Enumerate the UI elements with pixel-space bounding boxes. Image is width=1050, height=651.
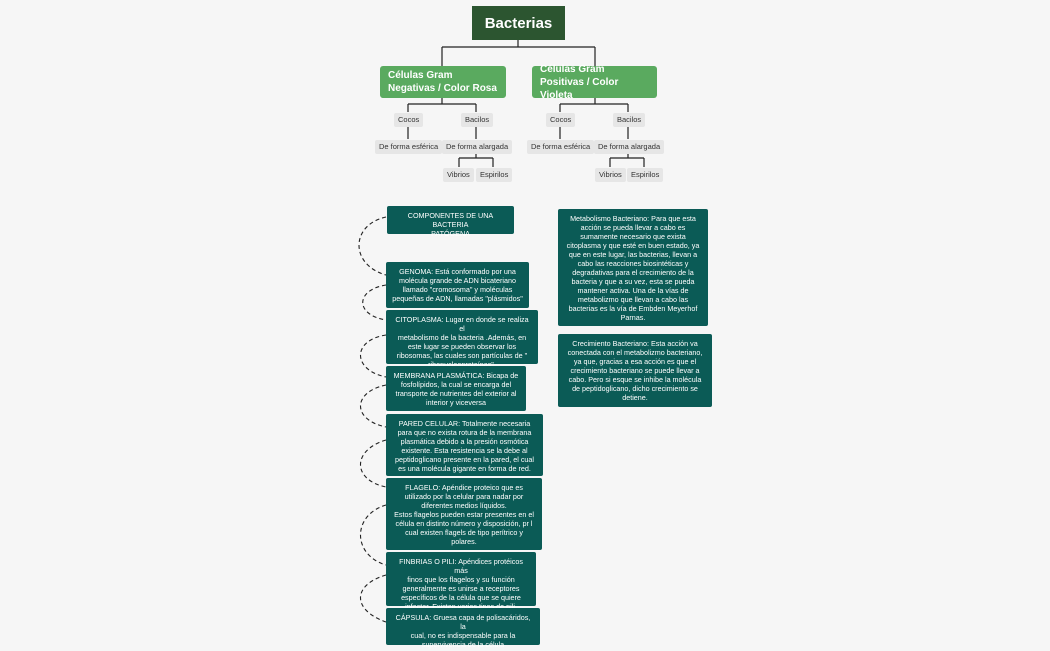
node-pared-celular[interactable]: PARED CELULAR: Totalmente necesaria para…	[386, 414, 543, 476]
leaf-forma-alargada[interactable]: De forma alargada	[594, 140, 665, 154]
leaf-cocos[interactable]: Cocos	[394, 113, 424, 127]
leaf-forma-esferica[interactable]: De forma esférica	[375, 140, 443, 154]
node-membrana-plasmatica[interactable]: MEMBRANA PLASMÁTICA: Bicapa de fosfolípi…	[386, 366, 526, 411]
node-flagelo[interactable]: FLAGELO: Apéndice proteico que es utiliz…	[386, 478, 542, 550]
node-genoma[interactable]: GENOMA: Está conformado por una molécula…	[386, 262, 529, 308]
leaf-espirilos[interactable]: Espirilos	[627, 168, 664, 182]
root-node-bacterias[interactable]: Bacterias	[472, 6, 565, 40]
leaf-cocos[interactable]: Cocos	[546, 113, 576, 127]
leaf-vibrios[interactable]: Vibrios	[443, 168, 474, 182]
branch-label: Células Gram Negativas / Color Rosa	[388, 70, 497, 94]
leaf-espirilos[interactable]: Espirilos	[476, 168, 513, 182]
node-crecimiento-bacteriano[interactable]: Crecimiento Bacteriano: Esta acción va c…	[558, 334, 712, 407]
node-capsula[interactable]: CÁPSULA: Gruesa capa de polisacáridos, l…	[386, 608, 540, 649]
leaf-forma-esferica[interactable]: De forma esférica	[527, 140, 595, 154]
node-componentes-title[interactable]: COMPONENTES DE UNA BACTERIA PATÓGENA	[387, 206, 514, 238]
node-citoplasma[interactable]: CITOPLASMA: Lugar en donde se realiza el…	[386, 310, 538, 369]
leaf-vibrios[interactable]: Vibrios	[595, 168, 626, 182]
leaf-bacilos[interactable]: Bacilos	[613, 113, 646, 127]
branch-label: Células Gram Positivas / Color Violeta	[540, 63, 619, 101]
branch-gram-negativas[interactable]: Células Gram Negativas / Color Rosa	[380, 66, 506, 98]
leaf-forma-alargada[interactable]: De forma alargada	[442, 140, 513, 154]
branch-gram-positivas[interactable]: Células Gram Positivas / Color Violeta	[532, 64, 657, 101]
node-fimbrias-pili[interactable]: FINBRIAS O PILI: Apéndices protéicos más…	[386, 552, 536, 611]
node-metabolismo-bacteriano[interactable]: Metabolismo Bacteriano: Para que esta ac…	[558, 209, 708, 326]
leaf-bacilos[interactable]: Bacilos	[461, 113, 494, 127]
root-label: Bacterias	[484, 14, 553, 32]
